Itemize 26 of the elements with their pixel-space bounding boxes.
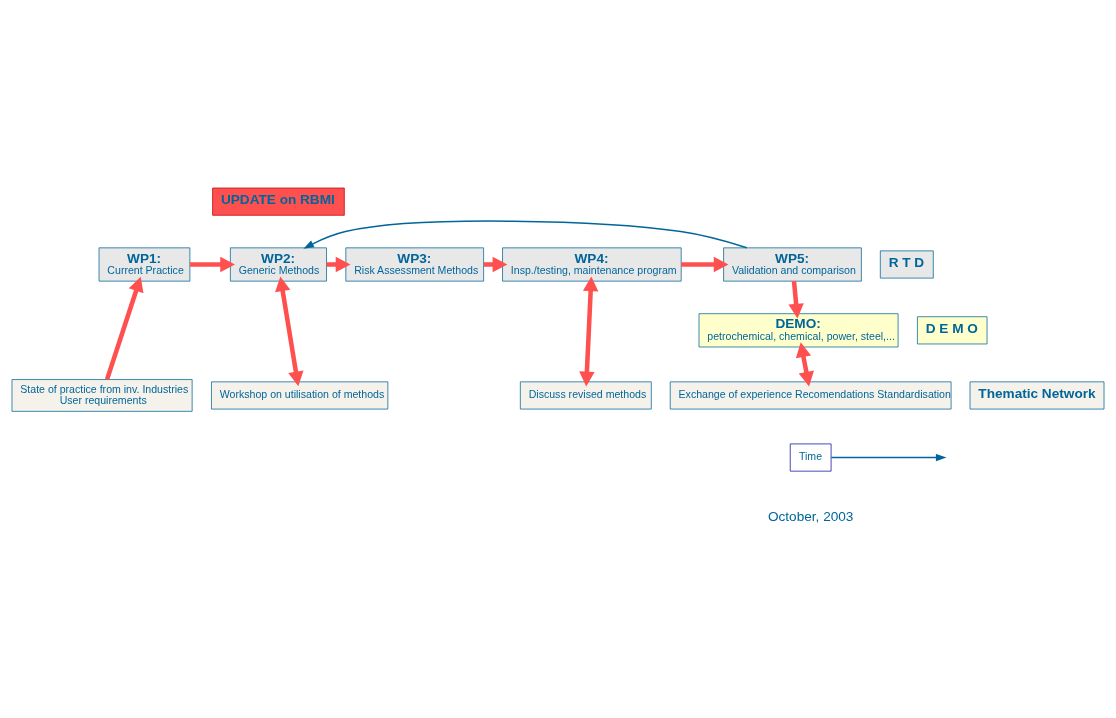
node-box: DEMO: petrochemical, chemical, power, steel,...	[698, 312, 899, 347]
node-box: Thematic Network	[969, 380, 1105, 409]
arrow	[190, 256, 235, 272]
arrow	[483, 256, 508, 272]
node-box: Workshop on utilisation of methods	[211, 380, 389, 409]
node-box: WP5: Validation and comparison	[723, 246, 862, 282]
arrow	[579, 276, 599, 386]
node-box: R T D	[879, 250, 934, 278]
arrow	[681, 256, 729, 272]
node-box: Discuss revised methods	[519, 380, 652, 409]
node-box: Time	[789, 443, 832, 472]
node-box: WP4: Insp./testing, maintenance program	[502, 246, 682, 282]
node-box: UPDATE on RBMI	[212, 187, 345, 216]
arrow	[275, 276, 304, 386]
node-box: WP1: Current Practice	[98, 246, 191, 282]
arrow	[303, 219, 748, 249]
node-box: Exchange of experience Recomendations Standardisation	[669, 380, 952, 409]
arrow	[788, 280, 804, 318]
arrow	[795, 341, 814, 386]
node-box: WP3: Risk Assessment Methods	[345, 246, 484, 282]
node-box: D E M O	[917, 315, 988, 344]
label: October, 2003	[767, 508, 854, 524]
node-box: State of practice from inv. Industries User requirements	[11, 378, 193, 412]
node-box: WP2: Generic Methods	[230, 246, 327, 282]
arrow	[104, 276, 144, 380]
arrow	[830, 453, 947, 461]
